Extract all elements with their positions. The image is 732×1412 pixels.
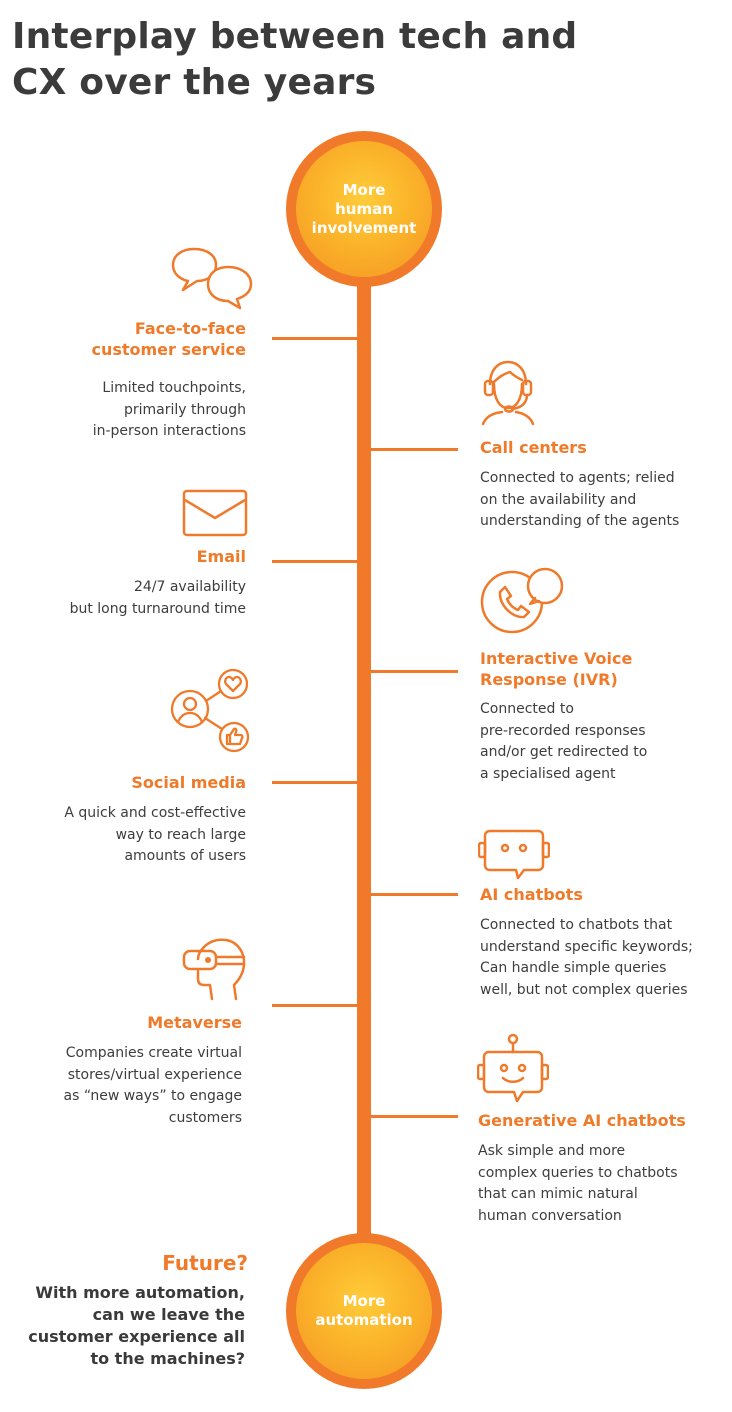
bottom-circle-label: More automation <box>315 1292 413 1329</box>
milestone-generative-ai: Generative AI chatbots Ask simple and mo… <box>478 1110 686 1227</box>
milestone-call-centers: Call centers Connected to agents; relied… <box>480 437 679 533</box>
milestone-title: Face-to-face customer service <box>91 319 246 359</box>
milestone-title: Social media <box>131 773 246 792</box>
milestone-description: Connected to pre-recorded responses and/… <box>480 701 648 782</box>
milestone-ai-chatbots: AI chatbots Connected to chatbots that u… <box>480 884 693 1001</box>
milestone-email: Email 24/7 availability but long turnaro… <box>70 546 246 620</box>
headset-agent-icon <box>481 360 535 426</box>
milestone-ivr: Interactive Voice Response (IVR) Connect… <box>480 648 647 785</box>
connector-line <box>370 893 458 896</box>
milestone-description: Connected to agents; relied on the avail… <box>480 470 680 529</box>
milestone-social-media: Social media A quick and cost-effective … <box>64 772 246 868</box>
milestone-description: Limited touchpoints, primarily through i… <box>92 380 246 439</box>
connector-line <box>370 670 458 673</box>
connector-line <box>272 560 358 563</box>
milestone-title: Generative AI chatbots <box>478 1111 686 1130</box>
milestone-title: AI chatbots <box>480 885 583 904</box>
top-circle-label: More human involvement <box>311 180 417 237</box>
bottom-circle: More automation <box>286 1233 442 1389</box>
milestone-description: Ask simple and more complex queries to c… <box>478 1143 678 1224</box>
page-title: Interplay between tech and CX over the y… <box>12 14 577 106</box>
connector-line <box>272 337 358 340</box>
milestone-metaverse: Metaverse Companies create virtual store… <box>64 1012 242 1129</box>
connector-line <box>272 781 358 784</box>
social-network-icon <box>170 668 250 753</box>
phone-bubble-icon <box>480 567 564 634</box>
speech-bubbles-icon <box>171 247 253 310</box>
milestone-description: 24/7 availability but long turnaround ti… <box>69 579 246 617</box>
milestone-face-to-face: Face-to-face customer service Limited to… <box>91 318 246 443</box>
connector-line <box>370 448 458 451</box>
milestone-title: Metaverse <box>147 1013 242 1032</box>
connector-line <box>370 1115 458 1118</box>
milestone-description: A quick and cost-effective way to reach … <box>64 805 246 864</box>
connector-line <box>272 1004 358 1007</box>
top-circle: More human involvement <box>286 131 442 287</box>
milestone-title: Call centers <box>480 438 587 457</box>
chatbot-icon <box>478 829 550 880</box>
title-line: Interplay between tech and <box>12 16 578 57</box>
timeline-spine <box>357 270 371 1280</box>
milestone-description: Companies create virtual stores/virtual … <box>63 1045 242 1126</box>
robot-icon <box>477 1033 549 1103</box>
envelope-icon <box>182 489 248 537</box>
title-line: CX over the years <box>12 62 377 103</box>
future-question: With more automation, can we leave the c… <box>28 1283 245 1368</box>
milestone-title: Interactive Voice Response (IVR) <box>480 649 633 689</box>
vr-headset-icon <box>182 938 246 1001</box>
future-heading: Future? <box>162 1251 248 1275</box>
milestone-title: Email <box>196 547 246 566</box>
milestone-description: Connected to chatbots that understand sp… <box>480 917 693 998</box>
